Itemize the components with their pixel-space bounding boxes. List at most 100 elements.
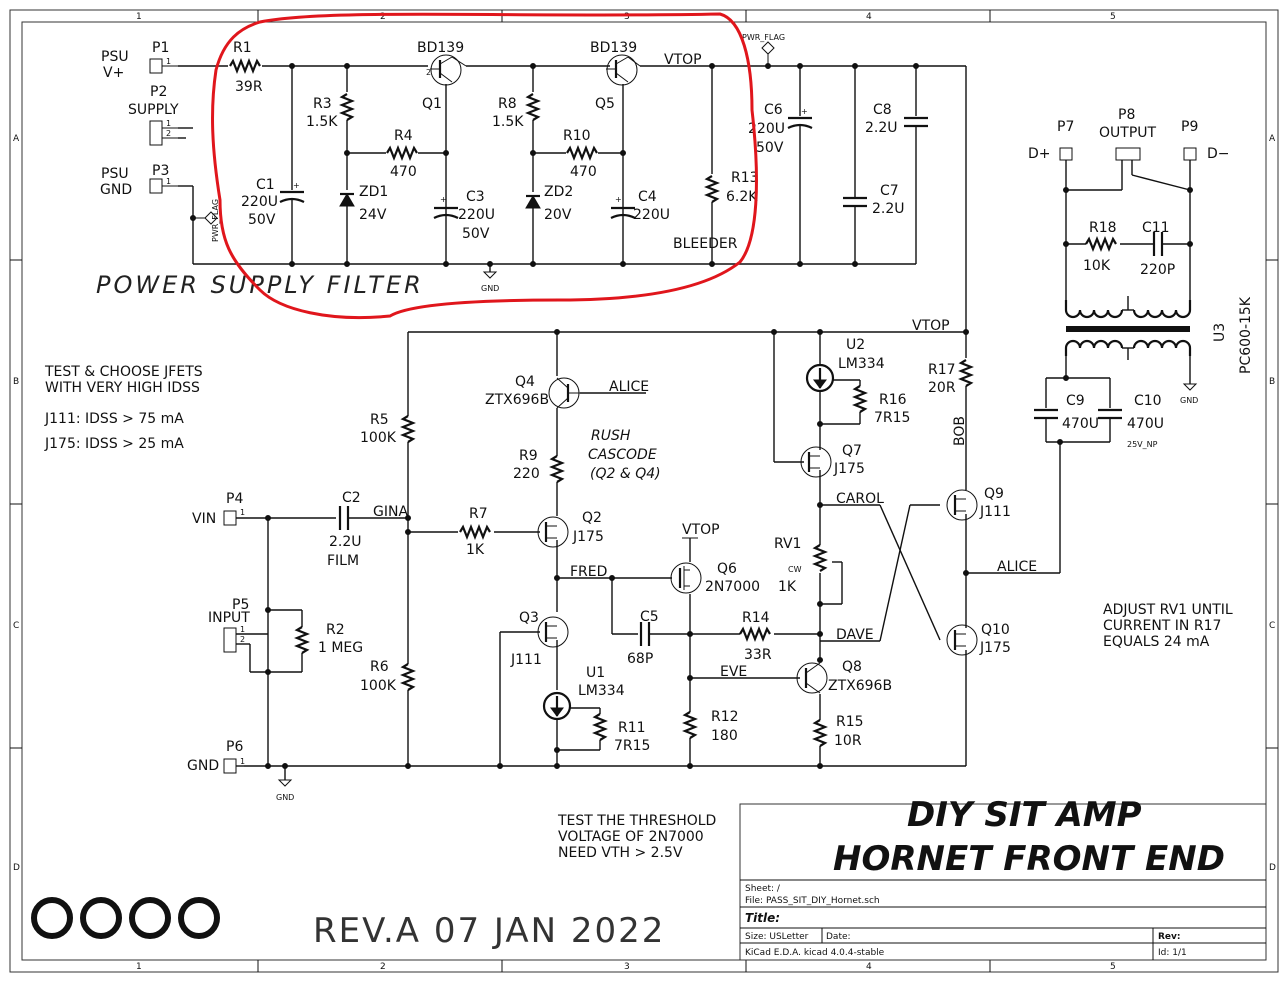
u3-primary-coil-2 (1132, 300, 1192, 319)
q5-type: BD139 (590, 40, 637, 56)
adjust-note-1: ADJUST RV1 UNTIL (1103, 602, 1233, 618)
p3-label-1: PSU (101, 166, 129, 182)
r13-ref: R13 (731, 170, 759, 186)
p9-ref: P9 (1181, 119, 1198, 135)
u3-core (1066, 326, 1190, 332)
q9-value: J111 (979, 504, 1011, 520)
p1-label-1: PSU (101, 49, 129, 65)
c9-value: 470U (1062, 416, 1099, 432)
logo-ring-1 (31, 897, 73, 939)
svg-text:1: 1 (240, 508, 245, 517)
p6-connector (223, 758, 237, 774)
gnd-label-input: GND (276, 793, 294, 802)
r16-resistor (852, 385, 868, 413)
c6-ref: C6 (764, 102, 783, 118)
r8-value: 1.5K (492, 114, 524, 130)
r14-value: 33R (744, 647, 772, 663)
col-label-5: 5 (1110, 12, 1116, 22)
title-line-1: DIY SIT AMP (907, 795, 1142, 835)
c2-ref: C2 (342, 490, 361, 506)
p7-connector (1059, 147, 1073, 161)
p6-ref: P6 (226, 739, 243, 755)
svg-text:2: 2 (240, 635, 245, 644)
q3-ref: Q3 (519, 610, 539, 626)
row-label-b: B (13, 377, 19, 387)
r4-value: 470 (390, 164, 417, 180)
row-label-a-right: A (1269, 134, 1276, 144)
rush-note-1: RUSH (591, 428, 631, 444)
q4-value: ZTX696B (485, 392, 549, 408)
q3-transistor (537, 616, 569, 648)
pwr-flag-label-2: PWR_FLAG (742, 33, 785, 42)
p9-label: D− (1207, 146, 1230, 162)
r8-ref: R8 (498, 96, 517, 112)
p4-connector (223, 510, 237, 526)
r12-ref: R12 (711, 709, 739, 725)
amp-stage: VTOP R5 100K R6 100K 1 P4 VIN C2 2.2U FI… (187, 66, 1233, 861)
col-label-4-bottom: 4 (866, 962, 872, 972)
vtop-label-top: VTOP (664, 52, 702, 68)
row-label-c: C (13, 621, 19, 631)
svg-text:1: 1 (166, 177, 171, 186)
q2-value: J175 (572, 529, 604, 545)
r5-resistor (400, 415, 416, 443)
q9-ref: Q9 (984, 486, 1004, 502)
r5-value: 100K (360, 430, 397, 446)
svg-text:+: + (801, 107, 808, 116)
c10-value: 470U (1127, 416, 1164, 432)
r16-value: 7R15 (874, 410, 910, 426)
r1-value: 39R (235, 79, 263, 95)
c8-value: 2.2U (865, 120, 898, 136)
title-block: DIY SIT AMP HORNET FRONT END Sheet: / Fi… (739, 795, 1267, 961)
gnd-symbol-output (1182, 383, 1198, 391)
threshold-note-1: TEST THE THRESHOLD (557, 813, 716, 829)
p5-label: INPUT (208, 610, 250, 626)
j111-note: J111: IDSS > 75 mA (44, 411, 184, 427)
r12-value: 180 (711, 728, 738, 744)
zd2-value: 20V (544, 207, 572, 223)
r17-resistor (958, 359, 974, 387)
carol-net-label: CAROL (836, 491, 884, 507)
title-field: Title: (745, 911, 780, 925)
vtop-label-q6: VTOP (682, 522, 720, 538)
r3-value: 1.5K (306, 114, 338, 130)
r2-ref: R2 (326, 622, 345, 638)
jfet-notes: TEST & CHOOSE JFETS WITH VERY HIGH IDSS … (44, 364, 203, 452)
q9-transistor (946, 489, 978, 521)
r9-value: 220 (513, 466, 540, 482)
rv1-cw: CW (788, 565, 802, 574)
jfet-note-line2: WITH VERY HIGH IDSS (45, 380, 200, 396)
p7-label: D+ (1028, 146, 1051, 162)
c11-ref: C11 (1142, 220, 1170, 236)
col-label-5-bottom: 5 (1110, 962, 1116, 972)
adjust-note-2: CURRENT IN R17 (1103, 618, 1221, 634)
title-size: Size: USLetter (745, 932, 809, 942)
q1-type: BD139 (417, 40, 464, 56)
title-line-2: HORNET FRONT END (833, 839, 1225, 879)
col-label-3: 3 (624, 12, 630, 22)
p9-connector (1183, 147, 1197, 161)
c2-value: 2.2U (329, 534, 362, 550)
gnd-label-output: GND (1180, 396, 1198, 405)
zd2-ref: ZD2 (544, 184, 573, 200)
c7-value: 2.2U (872, 201, 905, 217)
zd1-value: 24V (359, 207, 387, 223)
c10-ref: C10 (1134, 393, 1162, 409)
j175-note: J175: IDSS > 25 mA (44, 436, 184, 452)
r18-ref: R18 (1089, 220, 1117, 236)
gnd-symbol-psu (482, 271, 498, 279)
col-label-1: 1 (136, 12, 142, 22)
r2-resistor (294, 626, 310, 654)
p3-ref: P3 (152, 163, 169, 179)
r17-value: 20R (928, 380, 956, 396)
c6-value: 220U (748, 121, 785, 137)
q5-transistor (606, 54, 638, 86)
r9-ref: R9 (519, 448, 538, 464)
u2-ref: U2 (846, 337, 865, 353)
bleeder-label: BLEEDER (673, 236, 738, 252)
r9-resistor (549, 455, 565, 483)
r1-ref: R1 (233, 40, 252, 56)
col-label-3-bottom: 3 (624, 962, 630, 972)
c4-ref: C4 (638, 189, 657, 205)
